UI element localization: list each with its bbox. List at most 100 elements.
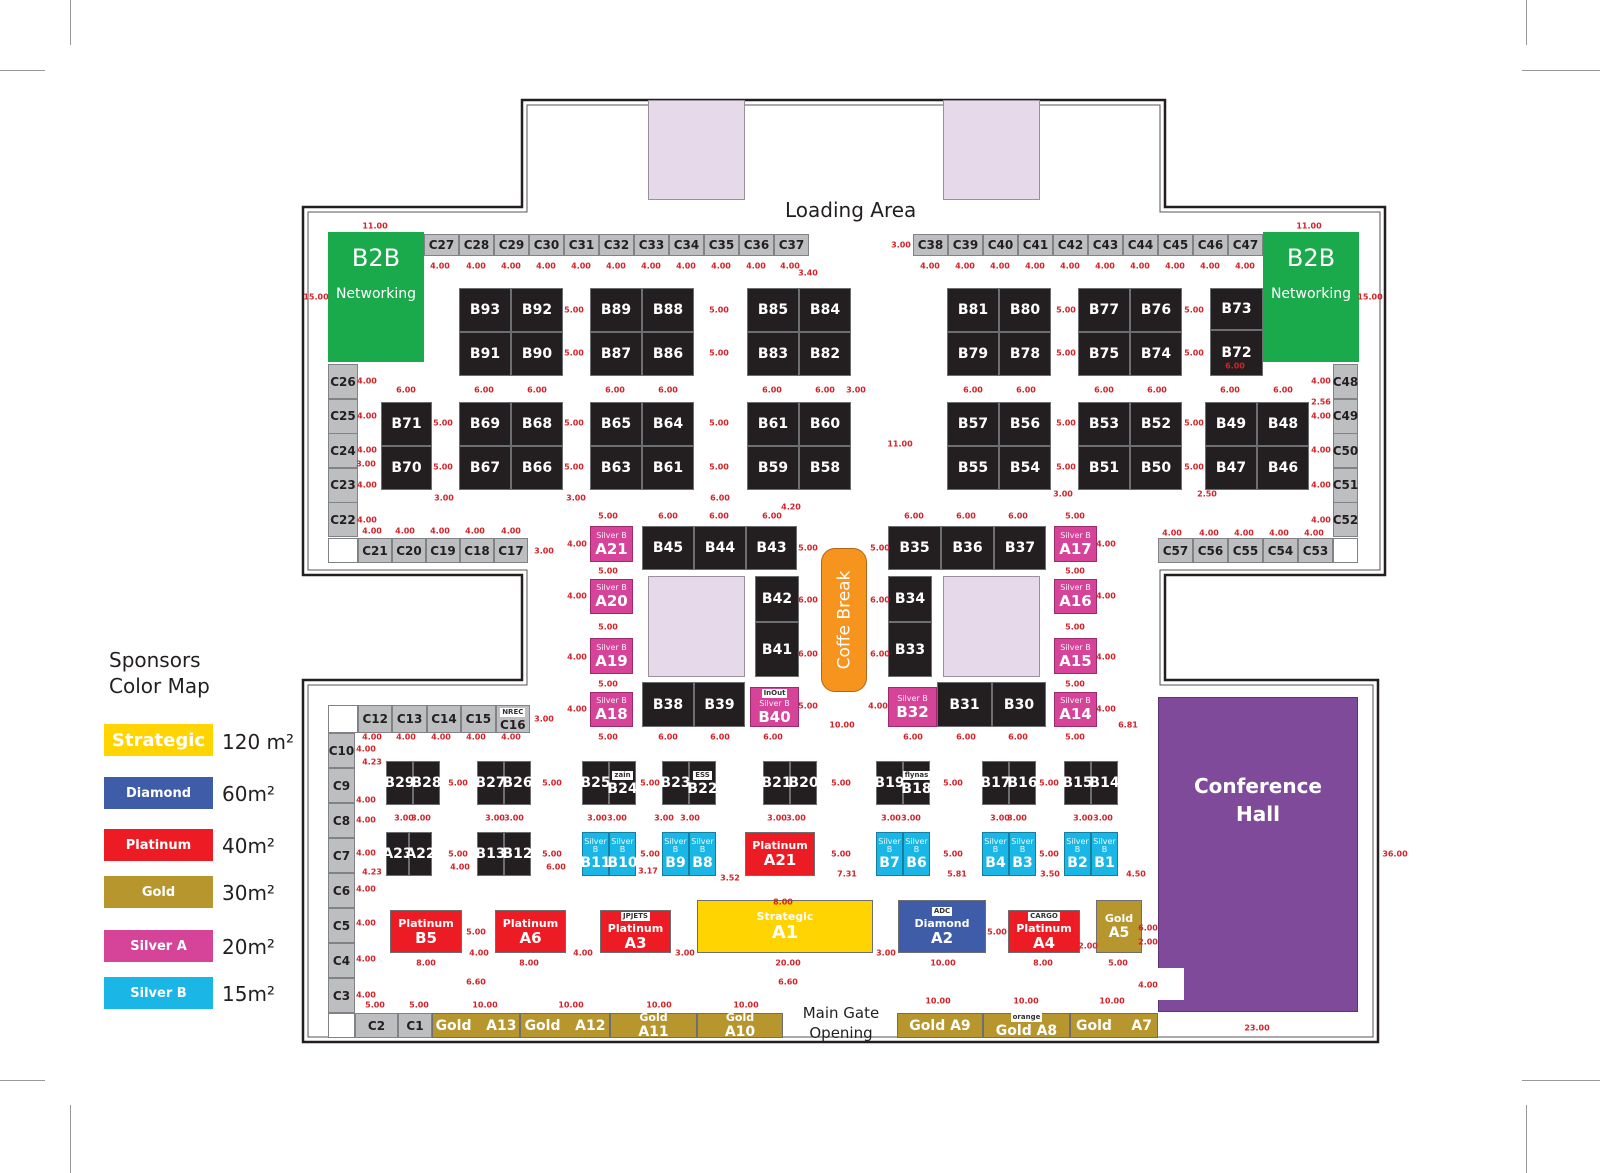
booth-b52: B52 xyxy=(1130,402,1182,446)
booth-c35: C35 xyxy=(704,234,739,256)
booth-label: C7 xyxy=(332,848,351,863)
dimension-label: 4.00 xyxy=(501,261,521,271)
booth-label: A20 xyxy=(595,592,628,610)
booth-b12: B12 xyxy=(502,832,533,876)
dimension-label: 2.56 xyxy=(1311,397,1331,407)
booth-c47: C47 xyxy=(1228,234,1263,256)
dimension-label: 6.00 xyxy=(1147,385,1167,395)
booth-b46: B46 xyxy=(1257,446,1309,490)
booth-tier: Platinum xyxy=(1016,922,1072,935)
booth-label: B45 xyxy=(652,540,684,556)
booth-b89: B89 xyxy=(590,288,642,332)
dimension-label: 5.00 xyxy=(598,566,618,576)
dimension-label: 4.00 xyxy=(1096,704,1116,714)
booth-label: B24 xyxy=(607,780,638,797)
dimension-label: 4.00 xyxy=(466,732,486,742)
booth-b27: B27 xyxy=(475,761,506,805)
booth-c52: C52 xyxy=(1333,502,1358,538)
dimension-label: 2.50 xyxy=(1197,489,1217,499)
dimension-label: 4.00 xyxy=(1095,261,1115,271)
dimension-label: 20.00 xyxy=(775,958,801,968)
dimension-label: 4.00 xyxy=(868,701,888,711)
booth-label: B64 xyxy=(652,416,684,432)
dimension-label: 6.00 xyxy=(605,385,625,395)
booth-b83: B83 xyxy=(747,332,799,376)
booth-b39: B39 xyxy=(694,682,745,727)
booth-b65: B65 xyxy=(590,402,642,446)
booth-label: C34 xyxy=(673,238,700,252)
crop-mark xyxy=(1522,1080,1600,1081)
dimension-label: 3.00 xyxy=(607,813,627,823)
dimension-label: 5.00 xyxy=(564,418,584,428)
booth-b31: B31 xyxy=(937,682,992,727)
booth-b54: B54 xyxy=(999,446,1051,490)
legend-area-platinum: 40m² xyxy=(222,834,275,858)
booth-c42: C42 xyxy=(1053,234,1088,256)
dimension-label: 4.00 xyxy=(641,261,661,271)
dimension-label: 4.00 xyxy=(1025,261,1045,271)
booth-b91: B91 xyxy=(459,332,511,376)
booth-label: B75 xyxy=(1088,346,1120,362)
booth-label: C53 xyxy=(1302,543,1329,558)
dimension-label: 6.00 xyxy=(1008,511,1028,521)
booth-b21: B21 xyxy=(761,761,792,805)
empty-cell xyxy=(328,538,358,563)
dimension-label: 4.00 xyxy=(606,261,626,271)
booth-label: Gold A7 xyxy=(1075,1017,1152,1034)
booth-label: B9 xyxy=(665,855,686,871)
booth-label: C56 xyxy=(1197,543,1224,558)
empty-cell xyxy=(328,705,358,733)
dimension-label: 5.00 xyxy=(1065,511,1085,521)
booth-c38: C38 xyxy=(913,234,948,256)
booth-b81: B81 xyxy=(947,288,999,332)
dimension-label: 4.00 xyxy=(356,990,376,1000)
b2b-subtitle: Networking xyxy=(335,286,417,302)
legend-area-gold: 30m² xyxy=(222,881,275,905)
booth-tier: Silver B xyxy=(1060,642,1091,652)
booth-label: B54 xyxy=(1009,460,1041,476)
dimension-label: 3.00 xyxy=(566,493,586,503)
dimension-label: 4.00 xyxy=(357,515,377,525)
legend-swatch-strategic: Strategic xyxy=(104,724,213,756)
booth-b88: B88 xyxy=(642,288,694,332)
dimension-label: 4.00 xyxy=(362,732,382,742)
dimension-label: 6.00 xyxy=(1225,361,1245,371)
dimension-label: 5.00 xyxy=(564,305,584,315)
booth-tier: Silver B xyxy=(1011,837,1034,854)
booth-tier: Strategic xyxy=(756,910,814,923)
booth-label: C28 xyxy=(463,238,490,252)
booth-a23: A23 xyxy=(382,832,413,876)
booth-c10: C10 xyxy=(328,733,355,768)
booth-label: C26 xyxy=(330,374,356,389)
dimension-label: 3.00 xyxy=(767,813,787,823)
dimension-label: 4.00 xyxy=(571,261,591,271)
booth-label: B30 xyxy=(1003,696,1035,713)
booth-b14: B14 xyxy=(1089,761,1120,805)
booth-b82: B82 xyxy=(799,332,851,376)
booth-label: C14 xyxy=(431,712,457,726)
booth-label: Gold A8 xyxy=(995,1023,1058,1039)
booth-label: B26 xyxy=(502,775,533,791)
booth-c7: C7 xyxy=(328,838,355,873)
booth-c8: C8 xyxy=(328,803,355,838)
booth-label: B17 xyxy=(980,775,1011,791)
booth-b13: B13 xyxy=(475,832,506,876)
booth-c54: C54 xyxy=(1263,538,1298,563)
dimension-label: 4.00 xyxy=(676,261,696,271)
booth-c17: C17 xyxy=(494,538,528,563)
booth-gold-a7: Gold A7 xyxy=(1070,1013,1158,1038)
dimension-label: 5.00 xyxy=(542,778,562,788)
dimension-label: 6.00 xyxy=(870,595,890,605)
booth-label: B61 xyxy=(757,416,789,432)
dimension-label: 4.00 xyxy=(567,704,587,714)
dimension-label: 4.00 xyxy=(567,539,587,549)
dimension-label: 11.00 xyxy=(1296,221,1322,231)
dimension-label: 3.50 xyxy=(1040,869,1060,879)
booth-tier: Silver B xyxy=(897,693,928,703)
dimension-label: 4.00 xyxy=(567,591,587,601)
booth-c23: C23 xyxy=(328,467,358,503)
booth-label: C31 xyxy=(568,238,595,252)
booth-tier: Silver B xyxy=(878,837,901,854)
